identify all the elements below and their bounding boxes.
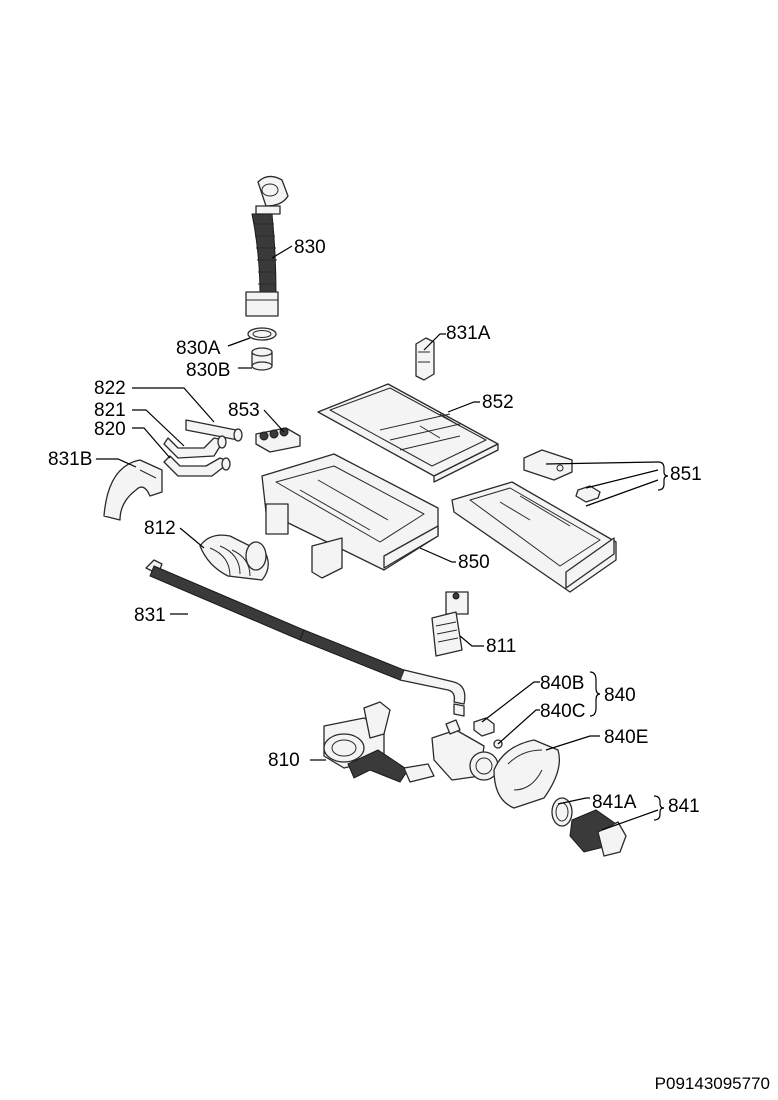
part-840-pump[interactable]	[431, 719, 499, 781]
part-831-long-hose[interactable]	[145, 559, 466, 717]
label-811: 811	[486, 636, 516, 657]
label-831: 831	[134, 605, 166, 626]
label-853: 853	[228, 400, 260, 421]
part-810-sump[interactable]	[323, 701, 435, 783]
part-840E-filter-housing[interactable]	[493, 739, 561, 809]
part-852-cover[interactable]	[317, 383, 499, 483]
part-851-clip[interactable]	[575, 485, 601, 503]
label-830B: 830B	[186, 360, 230, 381]
label-830: 830	[294, 237, 326, 258]
label-840: 840	[604, 685, 636, 706]
part-850-housing[interactable]	[261, 453, 439, 579]
label-830A: 830A	[176, 338, 221, 359]
label-840B: 840B	[540, 673, 584, 694]
part-811-sensor[interactable]	[431, 591, 469, 657]
leader-lines	[96, 245, 659, 831]
part-830B-coupling[interactable]	[251, 347, 273, 371]
part-812-bellows[interactable]	[199, 534, 269, 581]
label-822: 822	[94, 378, 126, 399]
label-812: 812	[144, 518, 176, 539]
part-841-filter[interactable]	[569, 809, 627, 857]
part-853-valve[interactable]	[255, 427, 301, 453]
label-821: 821	[94, 400, 126, 421]
label-831A: 831A	[446, 323, 491, 344]
label-852: 852	[482, 392, 514, 413]
label-841: 841	[668, 796, 700, 817]
label-820: 820	[94, 419, 126, 440]
part-840B-block[interactable]	[473, 717, 495, 737]
braces	[589, 461, 669, 821]
label-851: 851	[670, 464, 702, 485]
part-830-hose[interactable]	[245, 175, 289, 317]
part-labels: 830 830A 830B 831A 822 821 820 853 852 8…	[48, 237, 702, 817]
part-821-hose[interactable]	[163, 435, 227, 459]
label-840E: 840E	[604, 727, 648, 748]
label-841A: 841A	[592, 792, 637, 813]
drawing-code: P09143095770	[654, 1074, 770, 1093]
part-831B-guide[interactable]	[103, 459, 163, 521]
part-830A-gasket[interactable]	[247, 327, 277, 341]
part-851-drawer[interactable]	[451, 481, 617, 593]
part-851-lid[interactable]	[523, 449, 573, 481]
label-810: 810	[268, 750, 300, 771]
label-850: 850	[458, 552, 490, 573]
part-822-hose[interactable]	[185, 419, 243, 442]
part-831A-clip[interactable]	[415, 337, 435, 381]
label-831B: 831B	[48, 449, 92, 470]
part-820-hose[interactable]	[163, 455, 231, 477]
label-840C: 840C	[540, 701, 585, 722]
